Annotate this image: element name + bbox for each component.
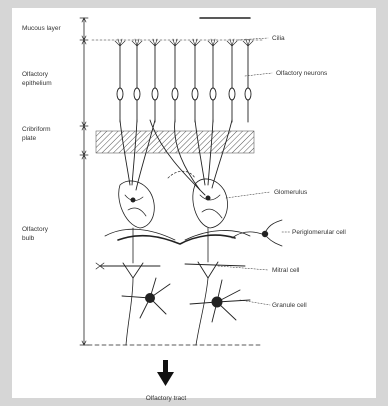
label-cilia: Cilia: [272, 35, 285, 42]
granule-cells: [122, 278, 250, 322]
label-mucous-layer: Mucous layer: [22, 25, 61, 32]
label-granule-cell: Granule cell: [272, 302, 307, 309]
neuron-soma-4: [172, 88, 178, 100]
label-glomerulus: Glomerulus: [274, 189, 308, 196]
output-arrow-icon: [157, 360, 174, 386]
neuron-soma-6: [210, 88, 216, 100]
cilia-3: [150, 39, 160, 46]
dendrite-network: [105, 171, 250, 244]
label-olfactory-bulb-2: bulb: [22, 235, 35, 242]
neuron-soma-1: [117, 88, 123, 100]
label-olfactory-epithelium-2: epithelium: [22, 80, 52, 87]
neuron-soma-5: [192, 88, 198, 100]
glomeruli: [119, 179, 228, 228]
neuron-soma-7: [229, 88, 235, 100]
label-olfactory-tract: Olfactory tract: [146, 395, 187, 402]
neuron-soma-8: [245, 88, 251, 100]
periglomerular-cell: [232, 220, 282, 246]
neuron-soma-2: [134, 88, 140, 100]
mitral-cells: [96, 228, 245, 345]
label-cribriform-plate-1: Cribriform: [22, 126, 51, 133]
label-periglomerular-cell: Periglomerular cell: [292, 229, 346, 236]
olfactory-neurons: [115, 39, 253, 122]
label-olfactory-epithelium-1: Olfactory: [22, 71, 49, 78]
label-olfactory-neurons: Olfactory neurons: [276, 70, 328, 77]
depth-axis: [80, 18, 88, 345]
label-mitral-cell: Mitral cell: [272, 267, 300, 274]
neuron-soma-3: [152, 88, 158, 100]
cilia-4: [170, 39, 180, 46]
label-cribriform-plate-2: plate: [22, 135, 36, 142]
leader-lines: [218, 38, 290, 305]
cilia-5: [190, 39, 200, 46]
label-olfactory-bulb-1: Olfactory: [22, 226, 49, 233]
